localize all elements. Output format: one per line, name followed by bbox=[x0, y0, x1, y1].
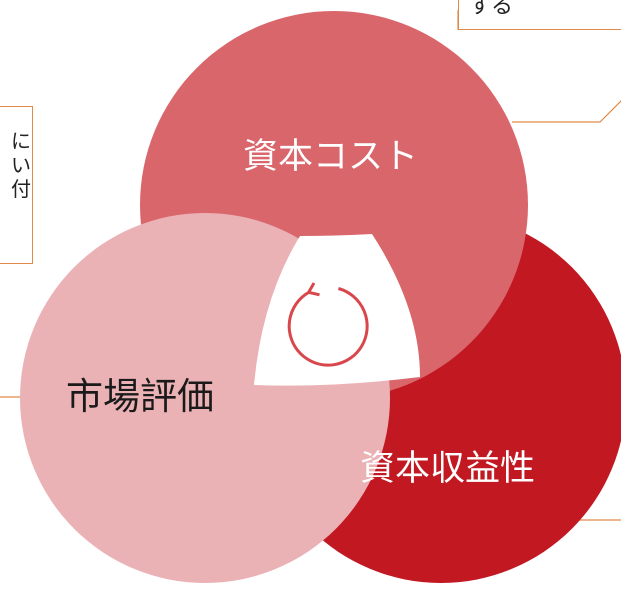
callout-left-line-2: い bbox=[11, 153, 31, 177]
circle-label-capital-return: 資本収益性 bbox=[360, 449, 536, 489]
callout-top-right: する bbox=[458, 0, 621, 30]
connector-cost bbox=[512, 100, 621, 123]
callout-left: に い 付 bbox=[0, 106, 33, 264]
callout-left-line-1: に bbox=[11, 129, 31, 153]
circle-label-market-valuation: 市場評価 bbox=[66, 375, 214, 418]
cycle-arrow-icon bbox=[287, 282, 369, 367]
callout-top-right-text: する bbox=[469, 0, 514, 19]
circle-label-capital-cost: 資本コスト bbox=[243, 137, 419, 177]
callout-left-line-3: 付 bbox=[11, 177, 31, 201]
